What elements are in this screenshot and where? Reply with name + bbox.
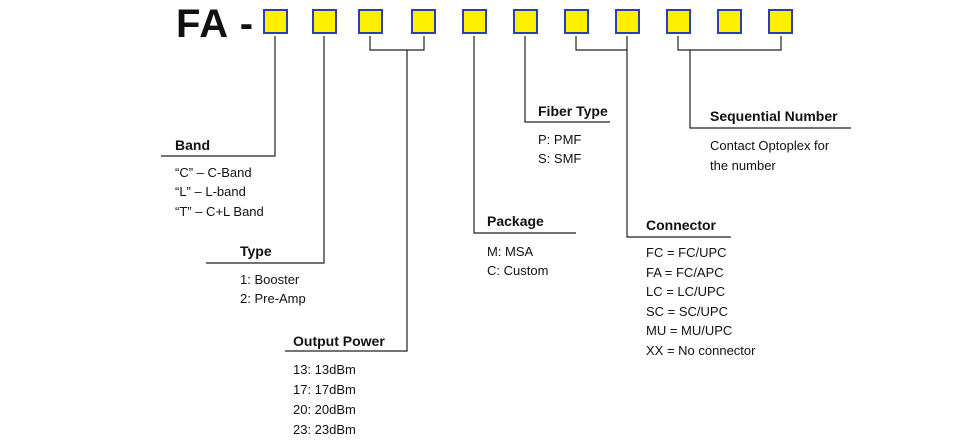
code-box-1-band: [263, 9, 288, 34]
band-option: “T” – C+L Band: [175, 204, 264, 219]
part-number-prefix: FA -: [176, 2, 255, 46]
sequential-number-leader-line: [689, 50, 851, 129]
connector-leader-line: [626, 50, 731, 238]
connector-option: FC = FC/UPC: [646, 245, 727, 260]
code-box-10-sequential: [717, 9, 742, 34]
connector-option: XX = No connector: [646, 343, 756, 358]
code-box-8-connector: [615, 9, 640, 34]
fiber-type-leader-line: [524, 36, 610, 123]
connector-option: MU = MU/UPC: [646, 323, 733, 338]
code-box-2-type: [312, 9, 337, 34]
code-box-4-output-power: [411, 9, 436, 34]
sequential-number-note: the number: [710, 158, 776, 173]
type-title: Type: [240, 243, 272, 259]
type-option: 2: Pre-Amp: [240, 291, 306, 306]
band-option: “L” – L-band: [175, 184, 246, 199]
connector-option: FA = FC/APC: [646, 265, 724, 280]
connector-bracket: [575, 36, 628, 51]
code-box-3-output-power: [358, 9, 383, 34]
package-leader-line: [473, 36, 576, 234]
fiber-type-option: P: PMF: [538, 132, 582, 147]
output-power-option: 20: 20dBm: [293, 402, 356, 417]
output-power-title: Output Power: [293, 333, 385, 349]
fiber-type-title: Fiber Type: [538, 103, 608, 119]
code-box-9-sequential: [666, 9, 691, 34]
sequential-number-note: Contact Optoplex for: [710, 138, 830, 153]
band-option: “C” – C-Band: [175, 165, 252, 180]
output-power-option: 17: 17dBm: [293, 382, 356, 397]
output-power-leader-line: [285, 50, 408, 352]
fiber-type-option: S: SMF: [538, 151, 582, 166]
output-power-option: 23: 23dBm: [293, 422, 356, 437]
output-power-bracket: [369, 36, 425, 51]
code-box-11-sequential: [768, 9, 793, 34]
type-option: 1: Booster: [240, 272, 300, 287]
code-box-7-connector: [564, 9, 589, 34]
package-option: C: Custom: [487, 263, 549, 278]
sequential-number-bracket: [677, 36, 782, 51]
connector-option: SC = SC/UPC: [646, 304, 728, 319]
connector-option: LC = LC/UPC: [646, 284, 726, 299]
type-leader-line: [206, 36, 325, 264]
sequential-number-title: Sequential Number: [710, 108, 838, 124]
band-leader-line: [161, 36, 276, 157]
code-box-5-package: [462, 9, 487, 34]
output-power-option: 13: 13dBm: [293, 362, 356, 377]
connector-title: Connector: [646, 217, 716, 233]
code-box-6-fiber-type: [513, 9, 538, 34]
band-title: Band: [175, 137, 210, 153]
package-title: Package: [487, 213, 544, 229]
package-option: M: MSA: [487, 244, 534, 259]
